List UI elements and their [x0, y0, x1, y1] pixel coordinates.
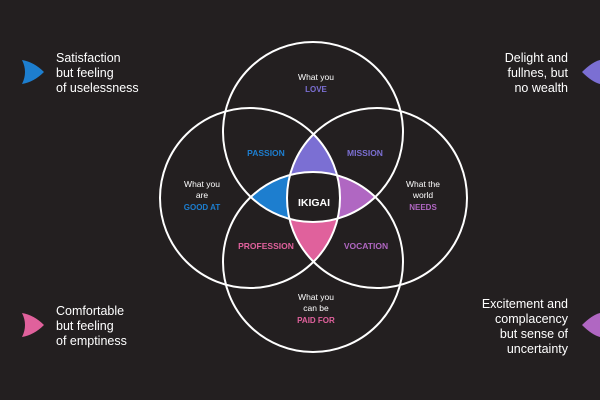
triangle-marker-icon — [582, 60, 600, 84]
profession-label: PROFESSION — [238, 241, 294, 251]
mission-label: MISSION — [347, 148, 383, 158]
passion-label: PASSION — [247, 148, 285, 158]
ikigai-label: IKIGAI — [298, 197, 330, 209]
good-at-keyword: GOOD AT — [184, 203, 221, 212]
triangle-marker-icon — [22, 313, 44, 337]
needs-keyword: NEEDS — [409, 203, 437, 212]
paid-for-keyword: PAID FOR — [297, 316, 335, 325]
love-line1: What you — [298, 72, 334, 82]
note-bottom-left: Comfortable but feeling of emptiness — [56, 304, 127, 348]
circle-outlines — [159, 41, 468, 353]
paid-for-line1: What you — [298, 292, 334, 302]
circle-love — [222, 41, 404, 223]
vocation-label: VOCATION — [344, 241, 388, 251]
needs-line2: world — [412, 190, 434, 200]
circle-paid-for — [222, 171, 404, 353]
note-top-right: Delight and fullnes, but no wealth — [504, 51, 568, 95]
circle-needs — [286, 107, 468, 289]
good-at-line2: are — [196, 190, 209, 200]
triangle-marker-icon — [22, 60, 44, 84]
needs-line1: What the — [406, 179, 440, 189]
note-top-left: Satisfaction but feeling of uselessness — [56, 51, 139, 95]
good-at-line1: What you — [184, 179, 220, 189]
love-keyword: LOVE — [305, 85, 327, 94]
note-bottom-right: Excitement and complacency but sense of … — [481, 297, 568, 356]
paid-for-line2: can be — [303, 303, 329, 313]
triangle-marker-icon — [582, 313, 600, 337]
circle-good-at — [159, 107, 341, 289]
